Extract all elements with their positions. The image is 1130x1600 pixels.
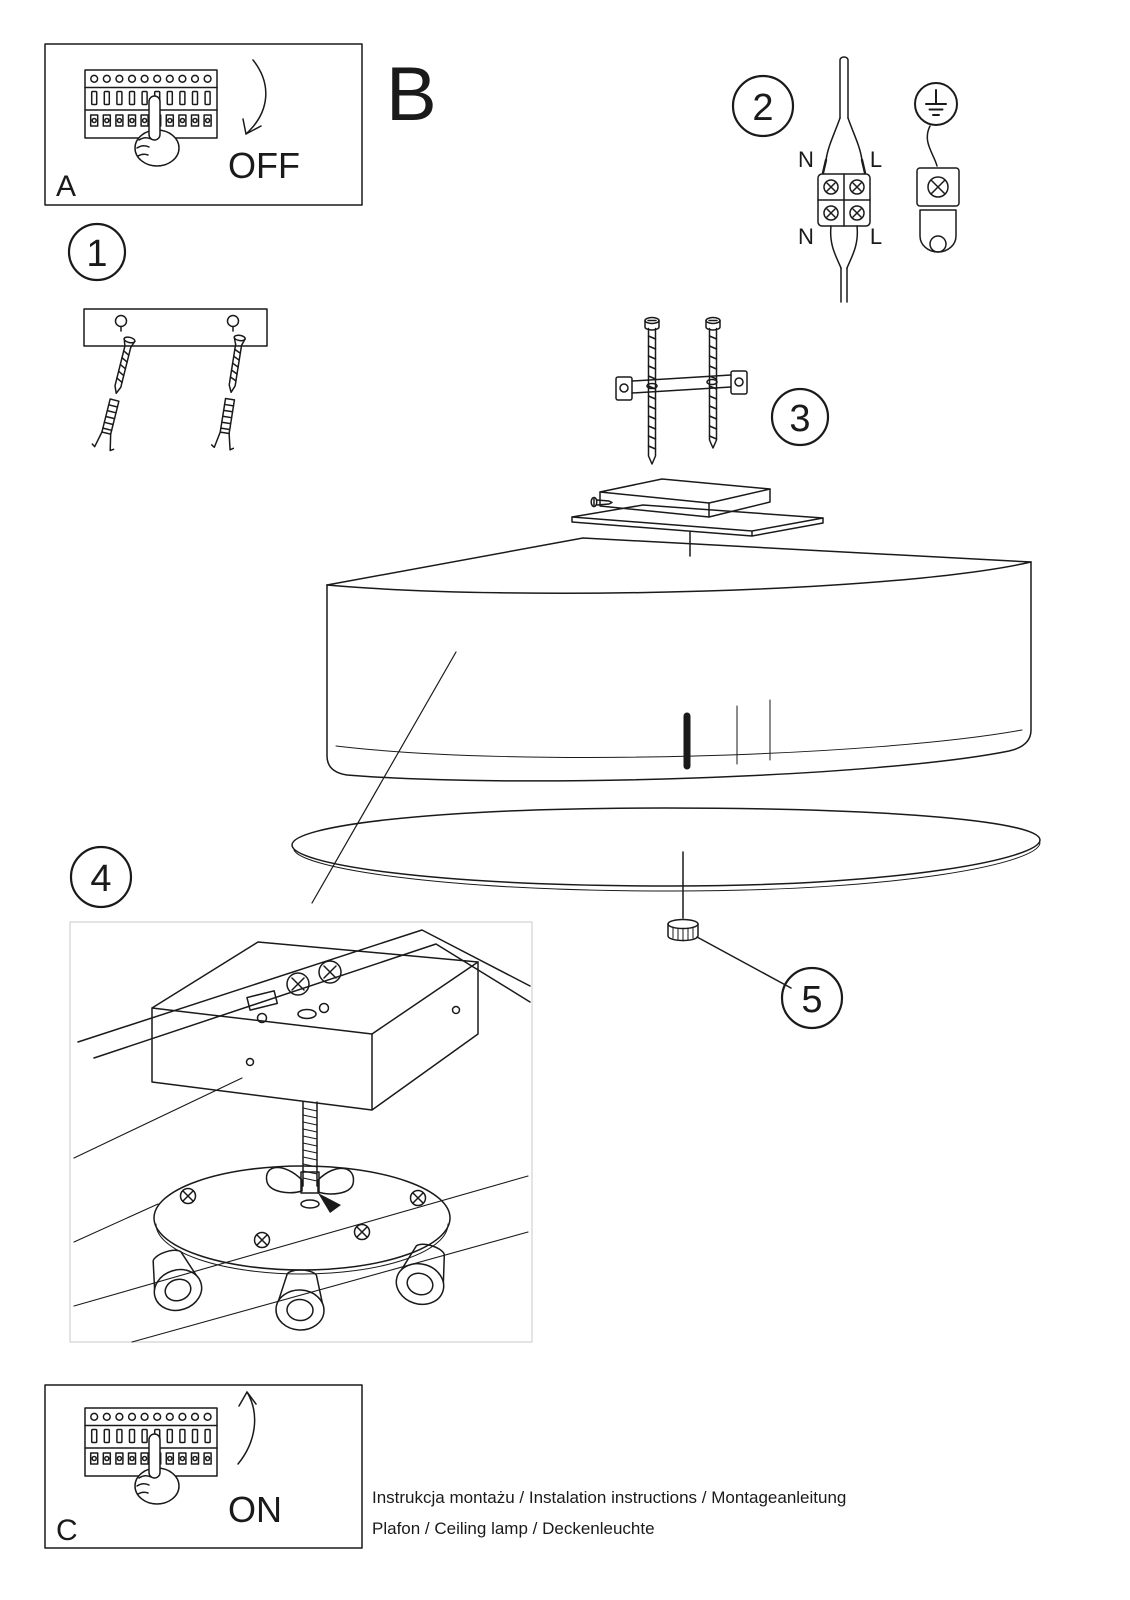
- hand-icon: [134, 95, 180, 167]
- lamp-socket-icon: [390, 1237, 456, 1311]
- tighten-arrow-icon: [318, 1193, 341, 1213]
- on-label: ON: [228, 1489, 282, 1530]
- inset-threaded-rod: [302, 1101, 318, 1187]
- step-a-label: A: [56, 170, 76, 203]
- step-3-group: 3: [571, 316, 830, 557]
- step-c-panel: ON C: [44, 1384, 363, 1549]
- step-a-panel: OFF A: [44, 43, 363, 206]
- step-2-number: 2: [752, 87, 773, 129]
- off-label: OFF: [228, 145, 300, 186]
- step-2-badge: 2: [731, 74, 795, 138]
- step-3-number: 3: [789, 398, 810, 440]
- inset-detail-drawing: [69, 921, 533, 1343]
- step-a-frame: [44, 43, 363, 206]
- lampshade-drawing: [311, 537, 1032, 904]
- label-l-top: L: [870, 147, 882, 172]
- arrow-up-icon: [237, 1391, 257, 1465]
- step-4-number: 4: [90, 858, 111, 900]
- canopy-side-screw-icon: [590, 496, 613, 508]
- step-5-badge: 5: [780, 966, 844, 1030]
- inset-shade-lines: [73, 1077, 529, 1343]
- cable-out-drawing: [829, 225, 859, 303]
- detail-pointer-line: [311, 651, 457, 904]
- inset-canopy-box: [151, 941, 479, 1111]
- label-n-top: N: [798, 147, 814, 172]
- canopy-drawing: [571, 478, 824, 557]
- label-l-bottom: L: [870, 224, 882, 249]
- step-c-label: C: [56, 1514, 78, 1547]
- label-n-bottom: N: [798, 224, 814, 249]
- step-1-badge: 1: [67, 222, 127, 282]
- step-5-number: 5: [801, 979, 822, 1021]
- terminal-block-drawing: [817, 173, 871, 227]
- ceiling-bracket-drawing: [615, 370, 748, 401]
- screw-anchor-icon: [210, 332, 252, 452]
- earth-connector-drawing: [916, 125, 960, 253]
- inset-wing-nut: [265, 1166, 355, 1195]
- mounting-screw-icon: [705, 316, 721, 449]
- arrow-down-icon: [242, 59, 267, 135]
- step-1-group: 1: [67, 222, 268, 453]
- ground-symbol-icon: [914, 82, 958, 126]
- mounting-bar-drawing: [83, 308, 268, 347]
- power-cable-drawing: [821, 56, 867, 175]
- screw-anchor-icon: [90, 334, 142, 453]
- step-4-badge: 4: [69, 845, 133, 909]
- diffuser-drawing: [291, 807, 1041, 892]
- footer-line-1: Instrukcja montażu / Instalation instruc…: [372, 1488, 846, 1507]
- step-2-group: 2 N L N L: [731, 56, 960, 303]
- step-3-badge: 3: [770, 387, 830, 447]
- inset-frame: [69, 921, 533, 1343]
- footer-line-2: Plafon / Ceiling lamp / Deckenleuchte: [372, 1519, 655, 1538]
- step-c-frame: [44, 1384, 363, 1549]
- inset-ceiling-plate: [77, 929, 531, 1067]
- finial-knob-drawing: [667, 851, 792, 989]
- step-1-number: 1: [86, 233, 107, 275]
- hand-icon: [134, 1433, 180, 1505]
- step-b-label: B: [386, 52, 437, 137]
- finial-pointer-line: [696, 936, 792, 989]
